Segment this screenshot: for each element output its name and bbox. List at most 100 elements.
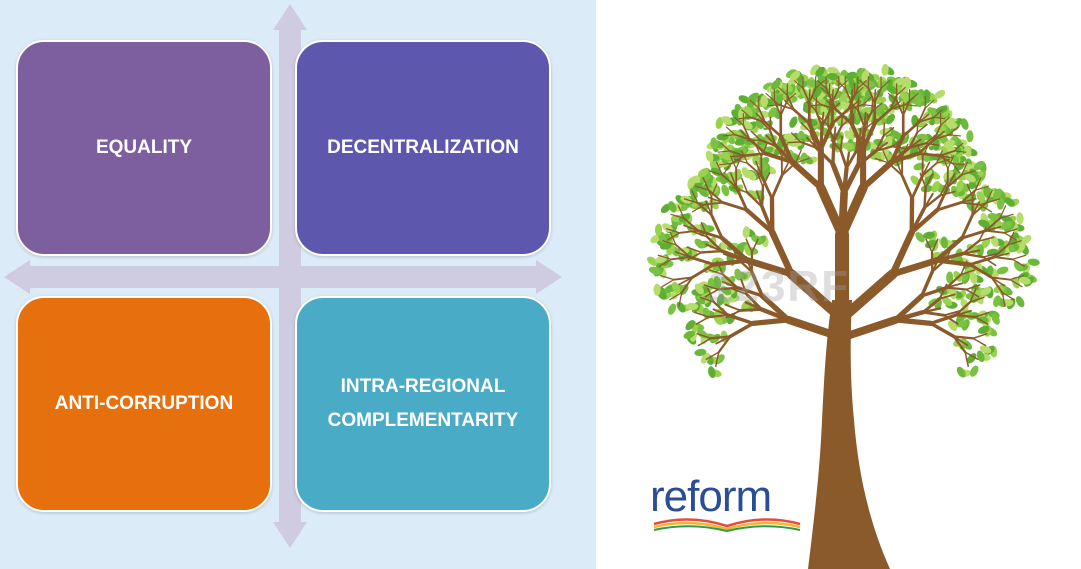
tree-illustration xyxy=(647,63,1040,569)
leaf xyxy=(796,80,808,89)
leaf xyxy=(768,107,777,118)
leaf xyxy=(966,130,974,143)
leaf xyxy=(979,345,992,354)
leaf xyxy=(760,95,768,108)
leaf xyxy=(738,95,750,104)
quadrant-equality: EQUALITY xyxy=(16,40,272,256)
leaf xyxy=(752,153,760,166)
leaf xyxy=(685,320,696,331)
leaf xyxy=(839,92,848,105)
leaf xyxy=(970,272,978,284)
leaf xyxy=(881,63,889,76)
leaf xyxy=(915,232,925,243)
leaf xyxy=(991,313,1000,325)
leaf xyxy=(694,348,707,357)
quadrant-decentralization: DECENTRALIZATION xyxy=(295,40,551,256)
leaf xyxy=(980,287,992,296)
leaf xyxy=(727,294,740,303)
quadrant-label: INTRA-REGIONAL COMPLEMENTARITY xyxy=(328,370,519,438)
leaf xyxy=(648,266,661,275)
leaf xyxy=(886,85,898,94)
leaf xyxy=(942,296,953,307)
leaf xyxy=(993,188,1002,200)
leaf xyxy=(931,181,940,193)
leaf xyxy=(899,90,909,101)
leaf xyxy=(964,145,972,158)
quadrant-label-line2: COMPLEMENTARITY xyxy=(327,410,519,431)
leaf xyxy=(960,118,969,130)
leaf xyxy=(694,283,704,295)
leaf xyxy=(955,320,968,328)
leaf xyxy=(1001,220,1013,230)
leaf xyxy=(996,197,1005,210)
leaf xyxy=(1027,258,1040,266)
leaf xyxy=(654,223,663,236)
leaf xyxy=(721,184,730,197)
tree-canopy xyxy=(647,63,1040,379)
leaf xyxy=(683,330,695,339)
leaf xyxy=(827,67,839,75)
arrow-head-up xyxy=(273,4,307,30)
tree-trunk xyxy=(808,300,890,569)
leaf xyxy=(1021,234,1032,245)
leaf xyxy=(993,295,1001,307)
leaf xyxy=(800,152,808,165)
quadrant-anti-corruption: ANTI-CORRUPTION xyxy=(16,296,272,512)
leaf xyxy=(973,160,984,171)
leaf xyxy=(742,226,750,239)
horizontal-arrow-shaft xyxy=(22,266,542,288)
quadrant-label: EQUALITY xyxy=(95,137,193,158)
leaf xyxy=(700,352,710,364)
leaf xyxy=(716,133,729,141)
leaf xyxy=(943,139,955,148)
leaf xyxy=(751,235,763,244)
leaf xyxy=(694,238,705,249)
reform-logo-text: reform xyxy=(650,472,772,521)
leaf xyxy=(879,128,892,136)
leaf xyxy=(659,242,672,250)
leaf xyxy=(885,113,895,125)
leaf xyxy=(653,283,661,296)
leaf xyxy=(956,180,964,192)
leaf xyxy=(940,236,948,249)
leaf xyxy=(966,353,977,364)
leaf xyxy=(964,173,976,183)
leaf xyxy=(720,152,733,161)
leaf xyxy=(1019,276,1031,285)
leaf xyxy=(708,366,716,379)
leaf xyxy=(713,276,722,288)
leaf xyxy=(783,133,796,141)
leaf xyxy=(1015,296,1025,308)
leaf xyxy=(913,95,925,104)
leaf xyxy=(885,136,893,149)
quadrant-intra-regional: INTRA-REGIONAL COMPLEMENTARITY xyxy=(295,296,551,512)
leaf xyxy=(734,137,747,146)
leaf xyxy=(923,231,936,239)
leaf xyxy=(746,97,757,108)
book-logo-icon xyxy=(653,518,801,532)
leaf xyxy=(841,142,854,150)
leaf xyxy=(789,71,801,81)
leaf xyxy=(667,303,677,315)
leaf xyxy=(797,114,807,126)
watermark: 123RF xyxy=(708,262,851,311)
leaf xyxy=(861,70,870,82)
leaf xyxy=(987,213,1000,221)
leaf xyxy=(976,191,986,203)
leaf xyxy=(731,109,741,120)
leaf xyxy=(671,281,681,294)
leaf xyxy=(976,316,989,324)
tree-branches xyxy=(657,76,1027,367)
leaf xyxy=(945,121,958,129)
leaf xyxy=(845,71,857,80)
leaf xyxy=(697,168,709,178)
quadrant-diagram: EQUALITY DECENTRALIZATION ANTI-CORRUPTIO… xyxy=(0,0,596,569)
leaf xyxy=(934,89,946,99)
leaf xyxy=(978,219,990,228)
leaf xyxy=(903,76,912,89)
leaf xyxy=(689,176,702,184)
leaf xyxy=(721,116,733,125)
leaf xyxy=(716,293,725,306)
leaf xyxy=(946,271,954,284)
quadrant-label: ANTI-CORRUPTION xyxy=(54,393,234,414)
